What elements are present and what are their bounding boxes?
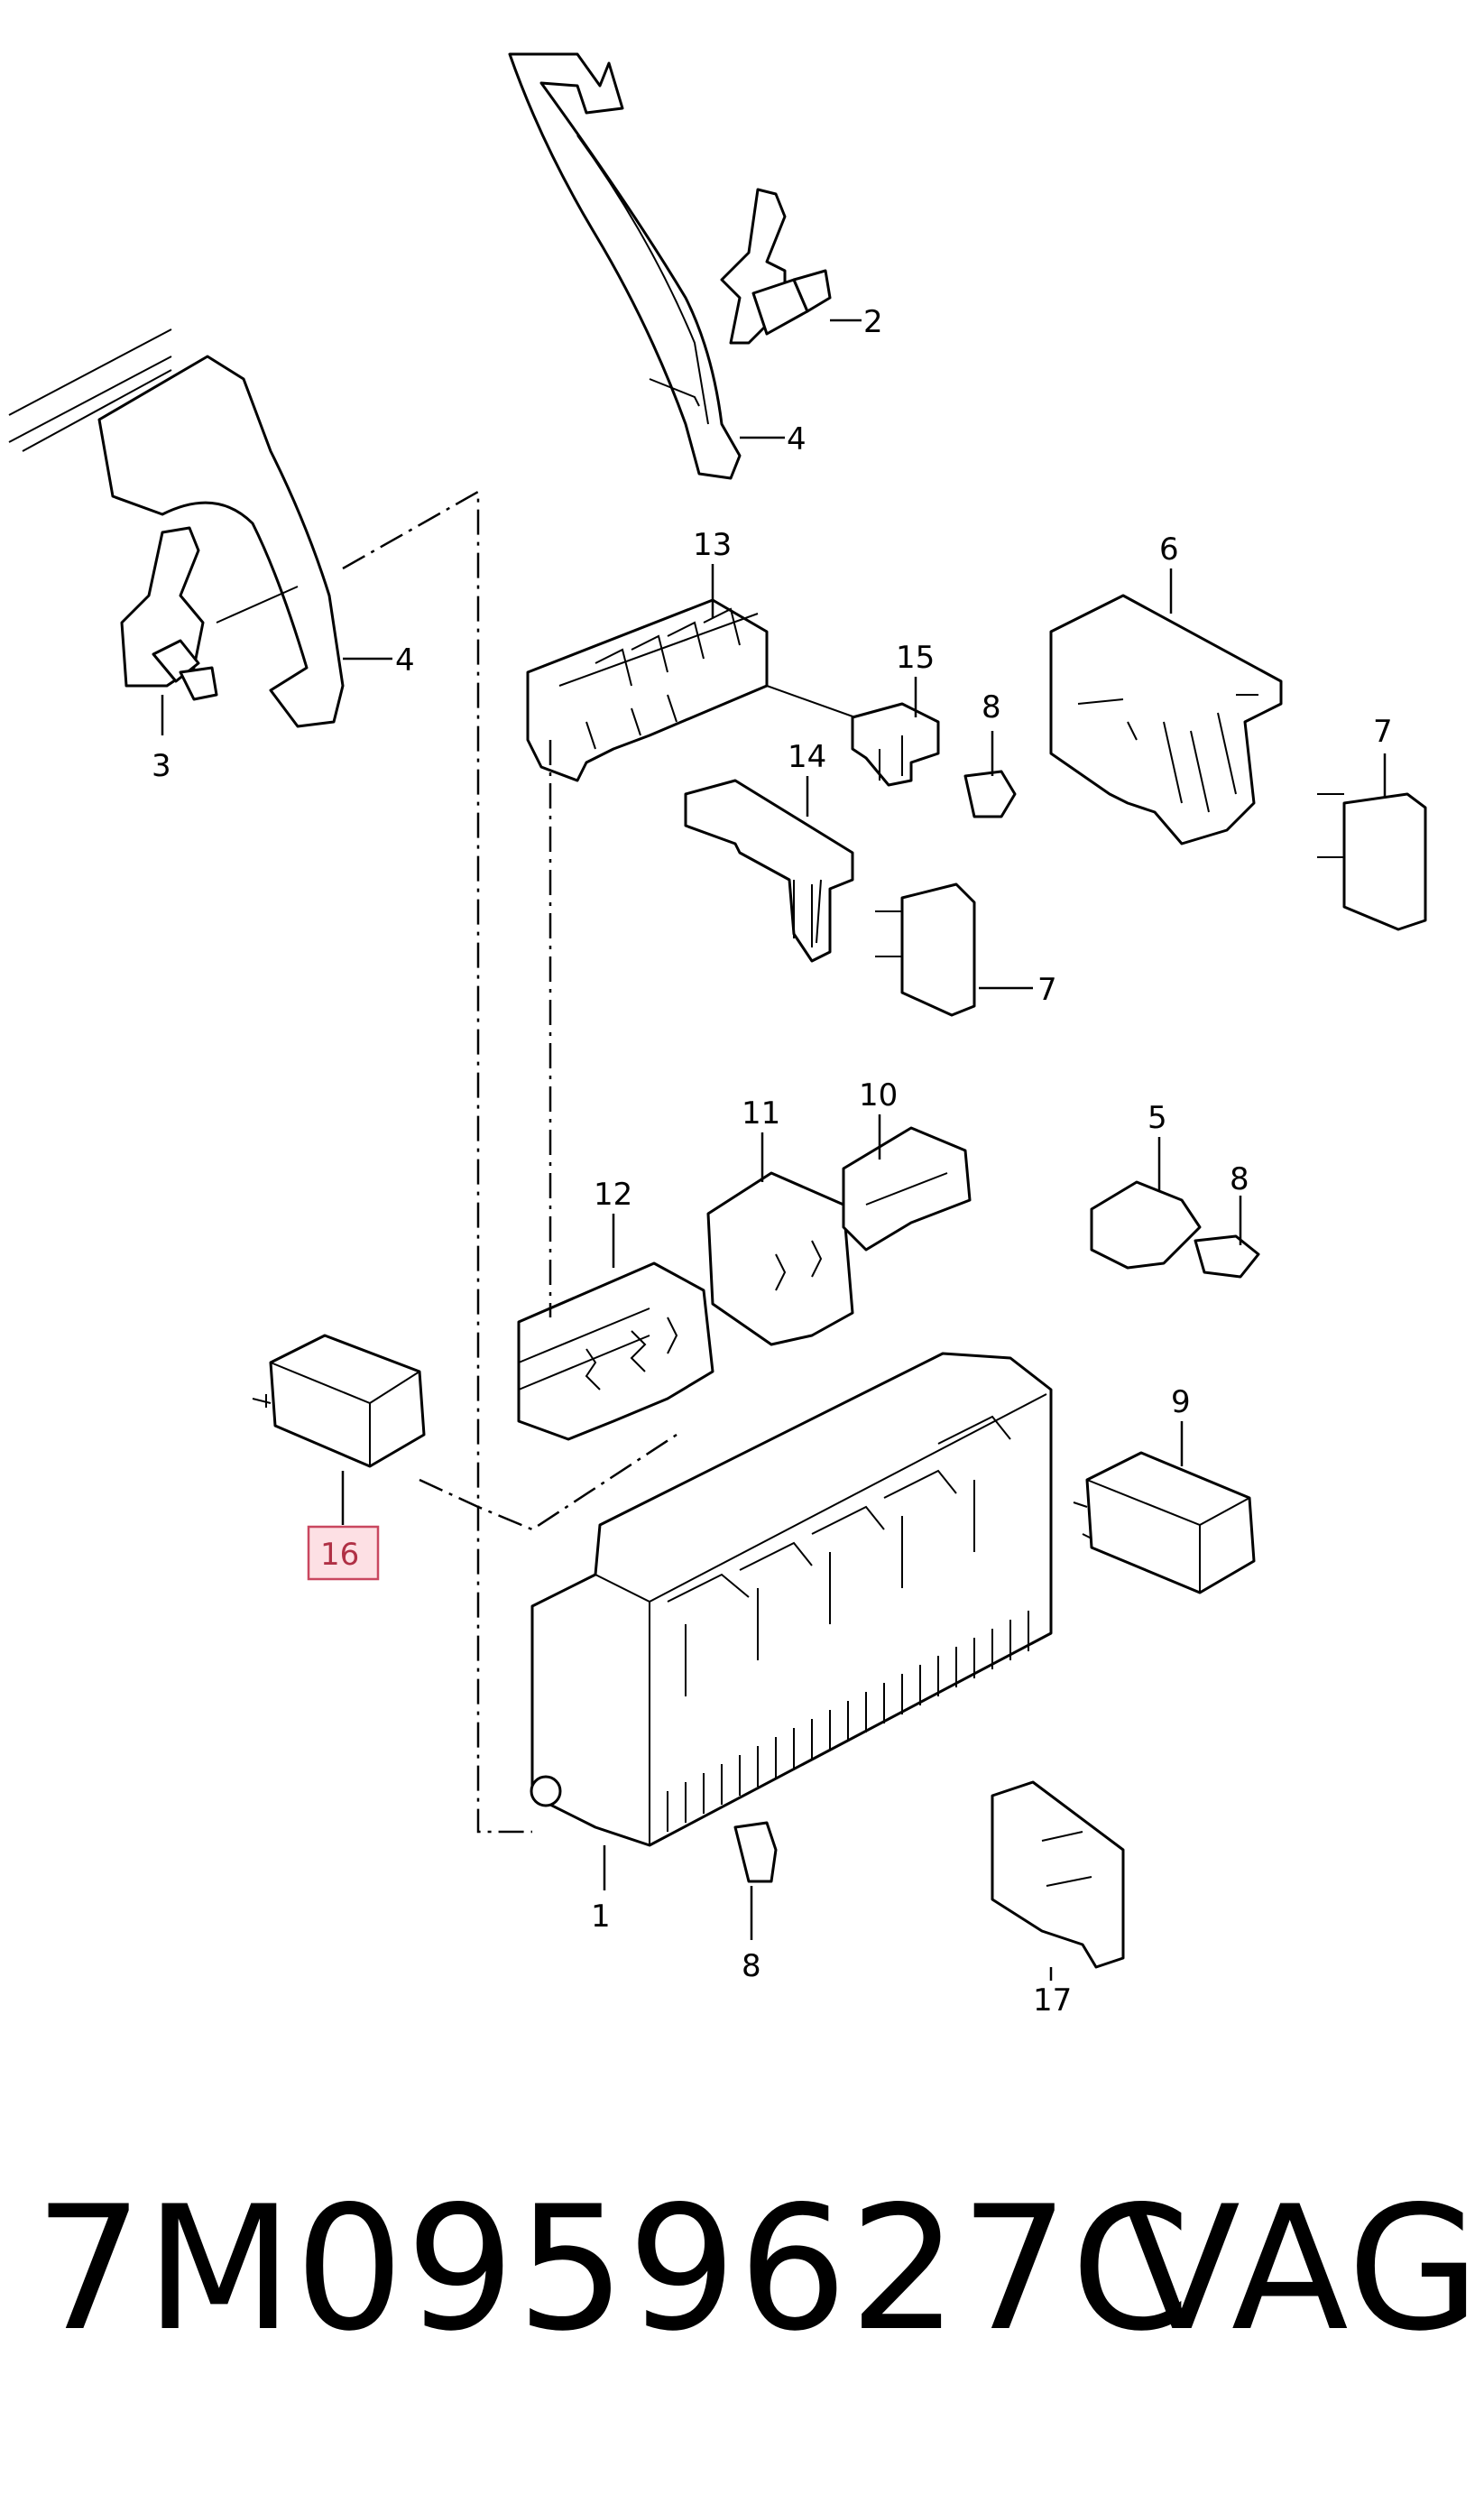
callout-6: 6 xyxy=(1159,531,1179,568)
relay-holder-13 xyxy=(526,598,894,782)
callout-7-right: 7 xyxy=(1373,714,1393,750)
callout-12: 12 xyxy=(594,1177,632,1213)
part-number-bar: 7M0959627C VAG xyxy=(0,2161,1484,2378)
callout-16: 16 xyxy=(320,1537,359,1573)
callout-15: 15 xyxy=(896,640,935,676)
callout-14: 14 xyxy=(788,739,826,775)
callout-7-mid: 7 xyxy=(1037,972,1057,1008)
brand-label: VAG xyxy=(1123,2169,1482,2369)
upper-mounting-bracket xyxy=(508,52,832,480)
callout-8-mid: 8 xyxy=(1230,1161,1249,1197)
part-number: 7M0959627C xyxy=(34,2169,1193,2369)
assembly-lines xyxy=(342,489,677,1834)
callout-5: 5 xyxy=(1148,1100,1167,1136)
callout-2: 2 xyxy=(863,304,883,340)
callout-8-top: 8 xyxy=(982,689,1001,725)
fuse-holder-14 xyxy=(684,779,854,963)
left-mounting-bracket xyxy=(8,328,345,728)
callout-4-left: 4 xyxy=(395,642,415,679)
blade-fuses xyxy=(733,770,1427,1883)
callout-9: 9 xyxy=(1171,1384,1191,1420)
callout-4-upper: 4 xyxy=(787,421,807,457)
callout-16-highlight-box xyxy=(307,1525,380,1581)
callout-labels: 1 2 3 4 4 5 6 7 7 8 8 8 9 10 11 12 13 14… xyxy=(152,304,1393,2019)
connector-17 xyxy=(991,1780,1125,1969)
callout-3: 3 xyxy=(152,748,171,784)
relay-holder-10 xyxy=(842,1126,972,1252)
relay-holder-12 xyxy=(517,1261,714,1441)
callout-11: 11 xyxy=(742,1095,780,1132)
callout-17: 17 xyxy=(1033,1982,1072,2019)
callout-1: 1 xyxy=(591,1899,611,1935)
connector-block-6 xyxy=(1049,594,1283,845)
relay-9 xyxy=(1073,1451,1256,1594)
relay-16 xyxy=(252,1334,426,1468)
relay-carrier-1 xyxy=(530,1352,1053,1847)
callout-leaders xyxy=(161,319,1387,1981)
relay-holder-5 xyxy=(1090,1180,1202,1270)
callout-8-bottom: 8 xyxy=(742,1948,761,1984)
callout-13: 13 xyxy=(693,527,732,563)
fuse-holder-15 xyxy=(851,702,940,787)
callout-10: 10 xyxy=(859,1077,898,1113)
relay-holder-11 xyxy=(706,1171,854,1346)
